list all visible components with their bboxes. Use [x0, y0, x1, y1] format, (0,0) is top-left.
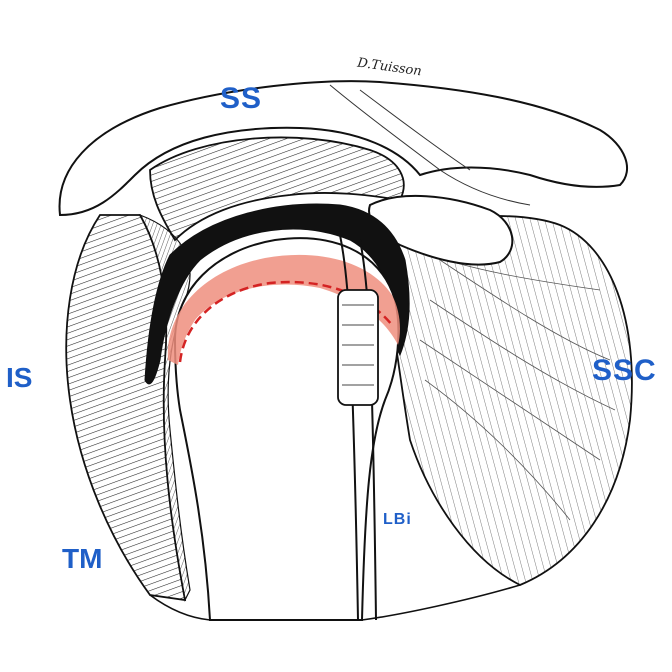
label-long-biceps: LBi [383, 511, 412, 528]
biceps-sheath [337, 289, 379, 406]
acromion-bone [58, 80, 629, 217]
label-infraspinatus: IS [6, 362, 33, 393]
label-subscapularis: SSC [592, 354, 657, 387]
subscapularis-muscle [378, 215, 633, 586]
supraspinatus-muscle [149, 136, 405, 242]
subscapularis-fibers [414, 249, 616, 521]
biceps-sheath-hatching [342, 304, 374, 386]
cuff-footprint [167, 254, 400, 365]
acromion-hatching [329, 84, 531, 206]
label-teres-minor: TM [62, 543, 103, 574]
lower-outline [149, 584, 521, 621]
joint-shadow [144, 203, 410, 385]
label-supraspinatus: SS [220, 82, 263, 115]
